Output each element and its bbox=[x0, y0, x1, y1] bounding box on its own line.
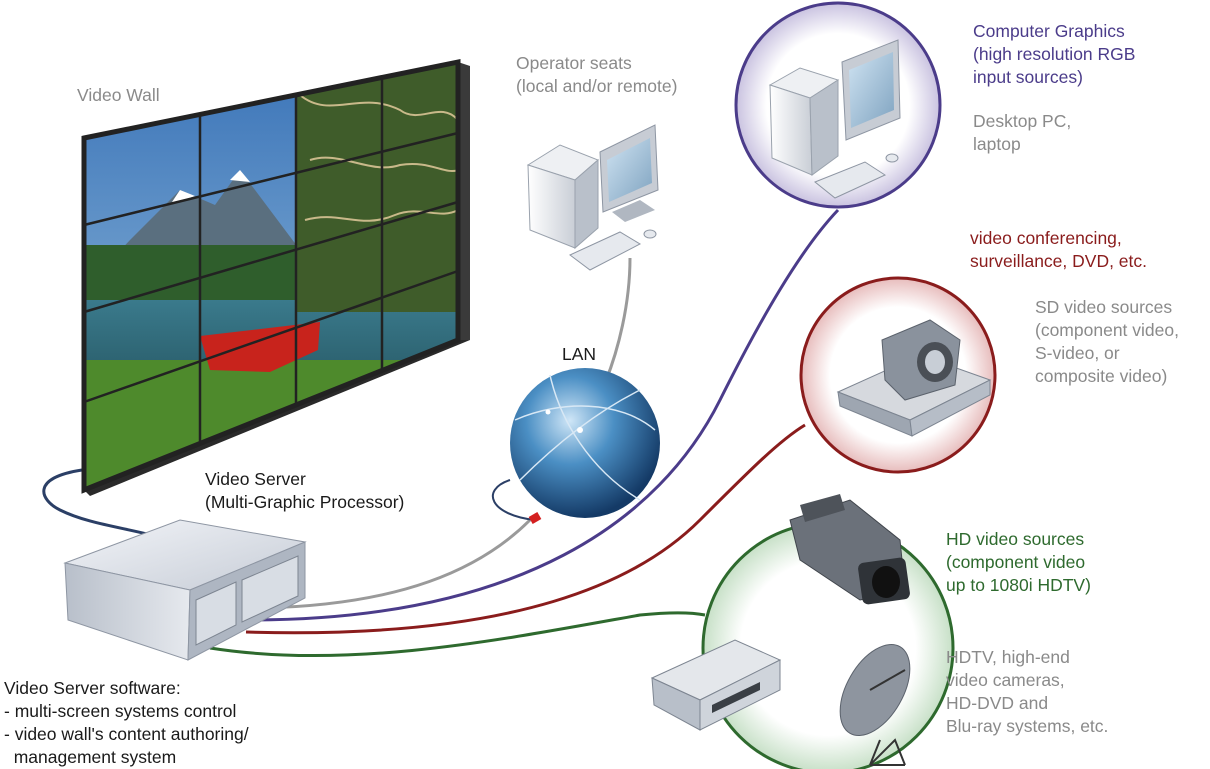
cable-purple bbox=[249, 208, 840, 622]
video-wall bbox=[81, 58, 470, 496]
lan-connector bbox=[528, 512, 542, 524]
desktop-pc bbox=[768, 39, 901, 199]
lan-globe bbox=[510, 368, 660, 518]
hd-video-sources-label: HD video sources (component video up to … bbox=[946, 529, 1091, 595]
hd-camcorder bbox=[789, 494, 910, 605]
video-server-label: Video Server (Multi-Graphic Processor) bbox=[205, 469, 405, 512]
satellite-dish bbox=[839, 643, 911, 766]
video-wall-label: Video Wall bbox=[77, 85, 160, 105]
video-server bbox=[63, 519, 307, 661]
cable-green bbox=[209, 611, 706, 658]
cable-red bbox=[245, 423, 806, 635]
cable-wall-to-server bbox=[42, 468, 171, 542]
cable-gray-lan bbox=[261, 518, 532, 610]
operator-workstation bbox=[526, 124, 659, 271]
lan-label: LAN bbox=[562, 344, 597, 364]
operator-seats-label: Operator seats (local and/or remote) bbox=[516, 53, 678, 96]
sd-video-sources-label: SD video sources (component video, S-vid… bbox=[1035, 297, 1179, 386]
conference-camera bbox=[836, 319, 992, 437]
hdtv-label: HDTV, high-end video cameras, HD-DVD and… bbox=[946, 647, 1109, 736]
computer-graphics-label: Computer Graphics (high resolution RGB i… bbox=[973, 21, 1136, 87]
dvd-player bbox=[650, 639, 782, 731]
video-server-software-label: Video Server software: - multi-screen sy… bbox=[4, 678, 249, 767]
desktop-pc-label: Desktop PC, laptop bbox=[973, 111, 1072, 154]
video-conferencing-label: video conferencing, surveillance, DVD, e… bbox=[970, 228, 1148, 271]
cable-lan-loop bbox=[491, 479, 536, 521]
